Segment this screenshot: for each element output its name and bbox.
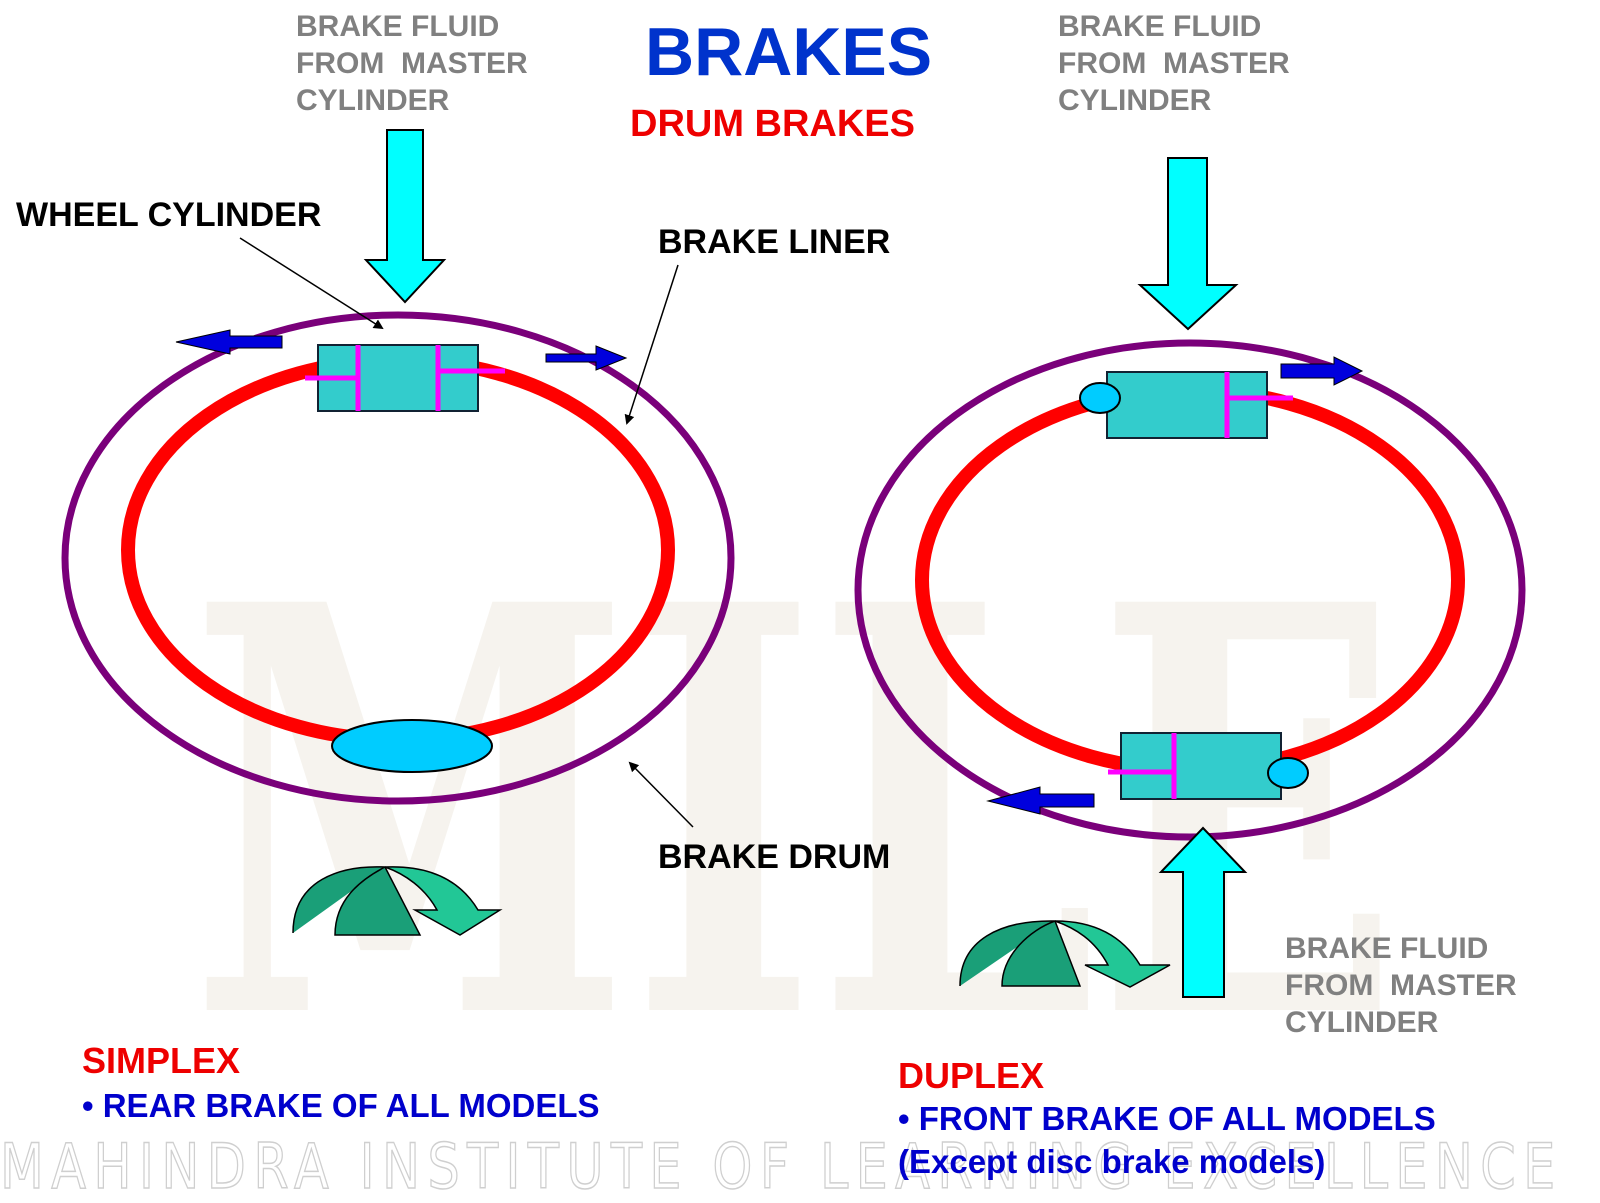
right-bottom-wheel-cylinder xyxy=(1120,732,1282,800)
duplex-brake xyxy=(854,157,1526,998)
fluid-label-right-top: BRAKE FLUID FROM MASTER CYLINDER xyxy=(1058,10,1290,117)
brake-drum-label: BRAKE DRUM xyxy=(658,838,891,876)
duplex-bullet: • FRONT BRAKE OF ALL MODELS xyxy=(898,1100,1436,1137)
right-shoe-arrow-left xyxy=(986,786,1095,815)
right-top-wheel-cylinder xyxy=(1106,371,1268,439)
brake-liner-leader xyxy=(624,264,679,425)
brake-liner-label: BRAKE LINER xyxy=(658,223,891,261)
right-brake-liner xyxy=(915,383,1465,777)
wheel-cylinder-label: WHEEL CYLINDER xyxy=(16,196,322,234)
simplex-brake xyxy=(61,129,735,936)
right-shoe-arrow-right xyxy=(1280,356,1364,386)
left-shoe-arrow-left xyxy=(175,329,283,355)
left-brake-liner xyxy=(121,353,675,747)
right-top-anchor xyxy=(1079,382,1121,414)
fluid-label-right-bottom: BRAKE FLUID FROM MASTER CYLINDER xyxy=(1285,932,1517,1039)
left-anchor-pin xyxy=(331,719,493,773)
left-shoe-arrow-right xyxy=(545,345,628,371)
right-brake-drum xyxy=(854,339,1526,841)
left-brake-drum xyxy=(61,311,735,805)
right-bottom-anchor xyxy=(1267,757,1309,789)
duplex-heading: DUPLEX xyxy=(898,1055,1045,1096)
right-fluid-arrow-up xyxy=(1158,826,1248,998)
page-title: BRAKES xyxy=(645,14,933,90)
brake-drum-leader xyxy=(628,761,694,828)
left-rotation-arrow xyxy=(292,866,503,936)
simplex-heading: SIMPLEX xyxy=(82,1040,241,1081)
simplex-bullet: • REAR BRAKE OF ALL MODELS xyxy=(82,1087,600,1124)
right-rotation-arrow xyxy=(959,920,1171,988)
left-fluid-arrow-down xyxy=(363,129,447,304)
wheel-cylinder-leader xyxy=(239,237,384,330)
right-fluid-arrow-down xyxy=(1137,157,1239,331)
fluid-label-left: BRAKE FLUID FROM MASTER CYLINDER xyxy=(296,10,528,117)
page-subtitle: DRUM BRAKES xyxy=(630,103,915,145)
watermark-letters: MILE xyxy=(190,485,1400,1143)
duplex-note: (Except disc brake models) xyxy=(898,1143,1326,1180)
